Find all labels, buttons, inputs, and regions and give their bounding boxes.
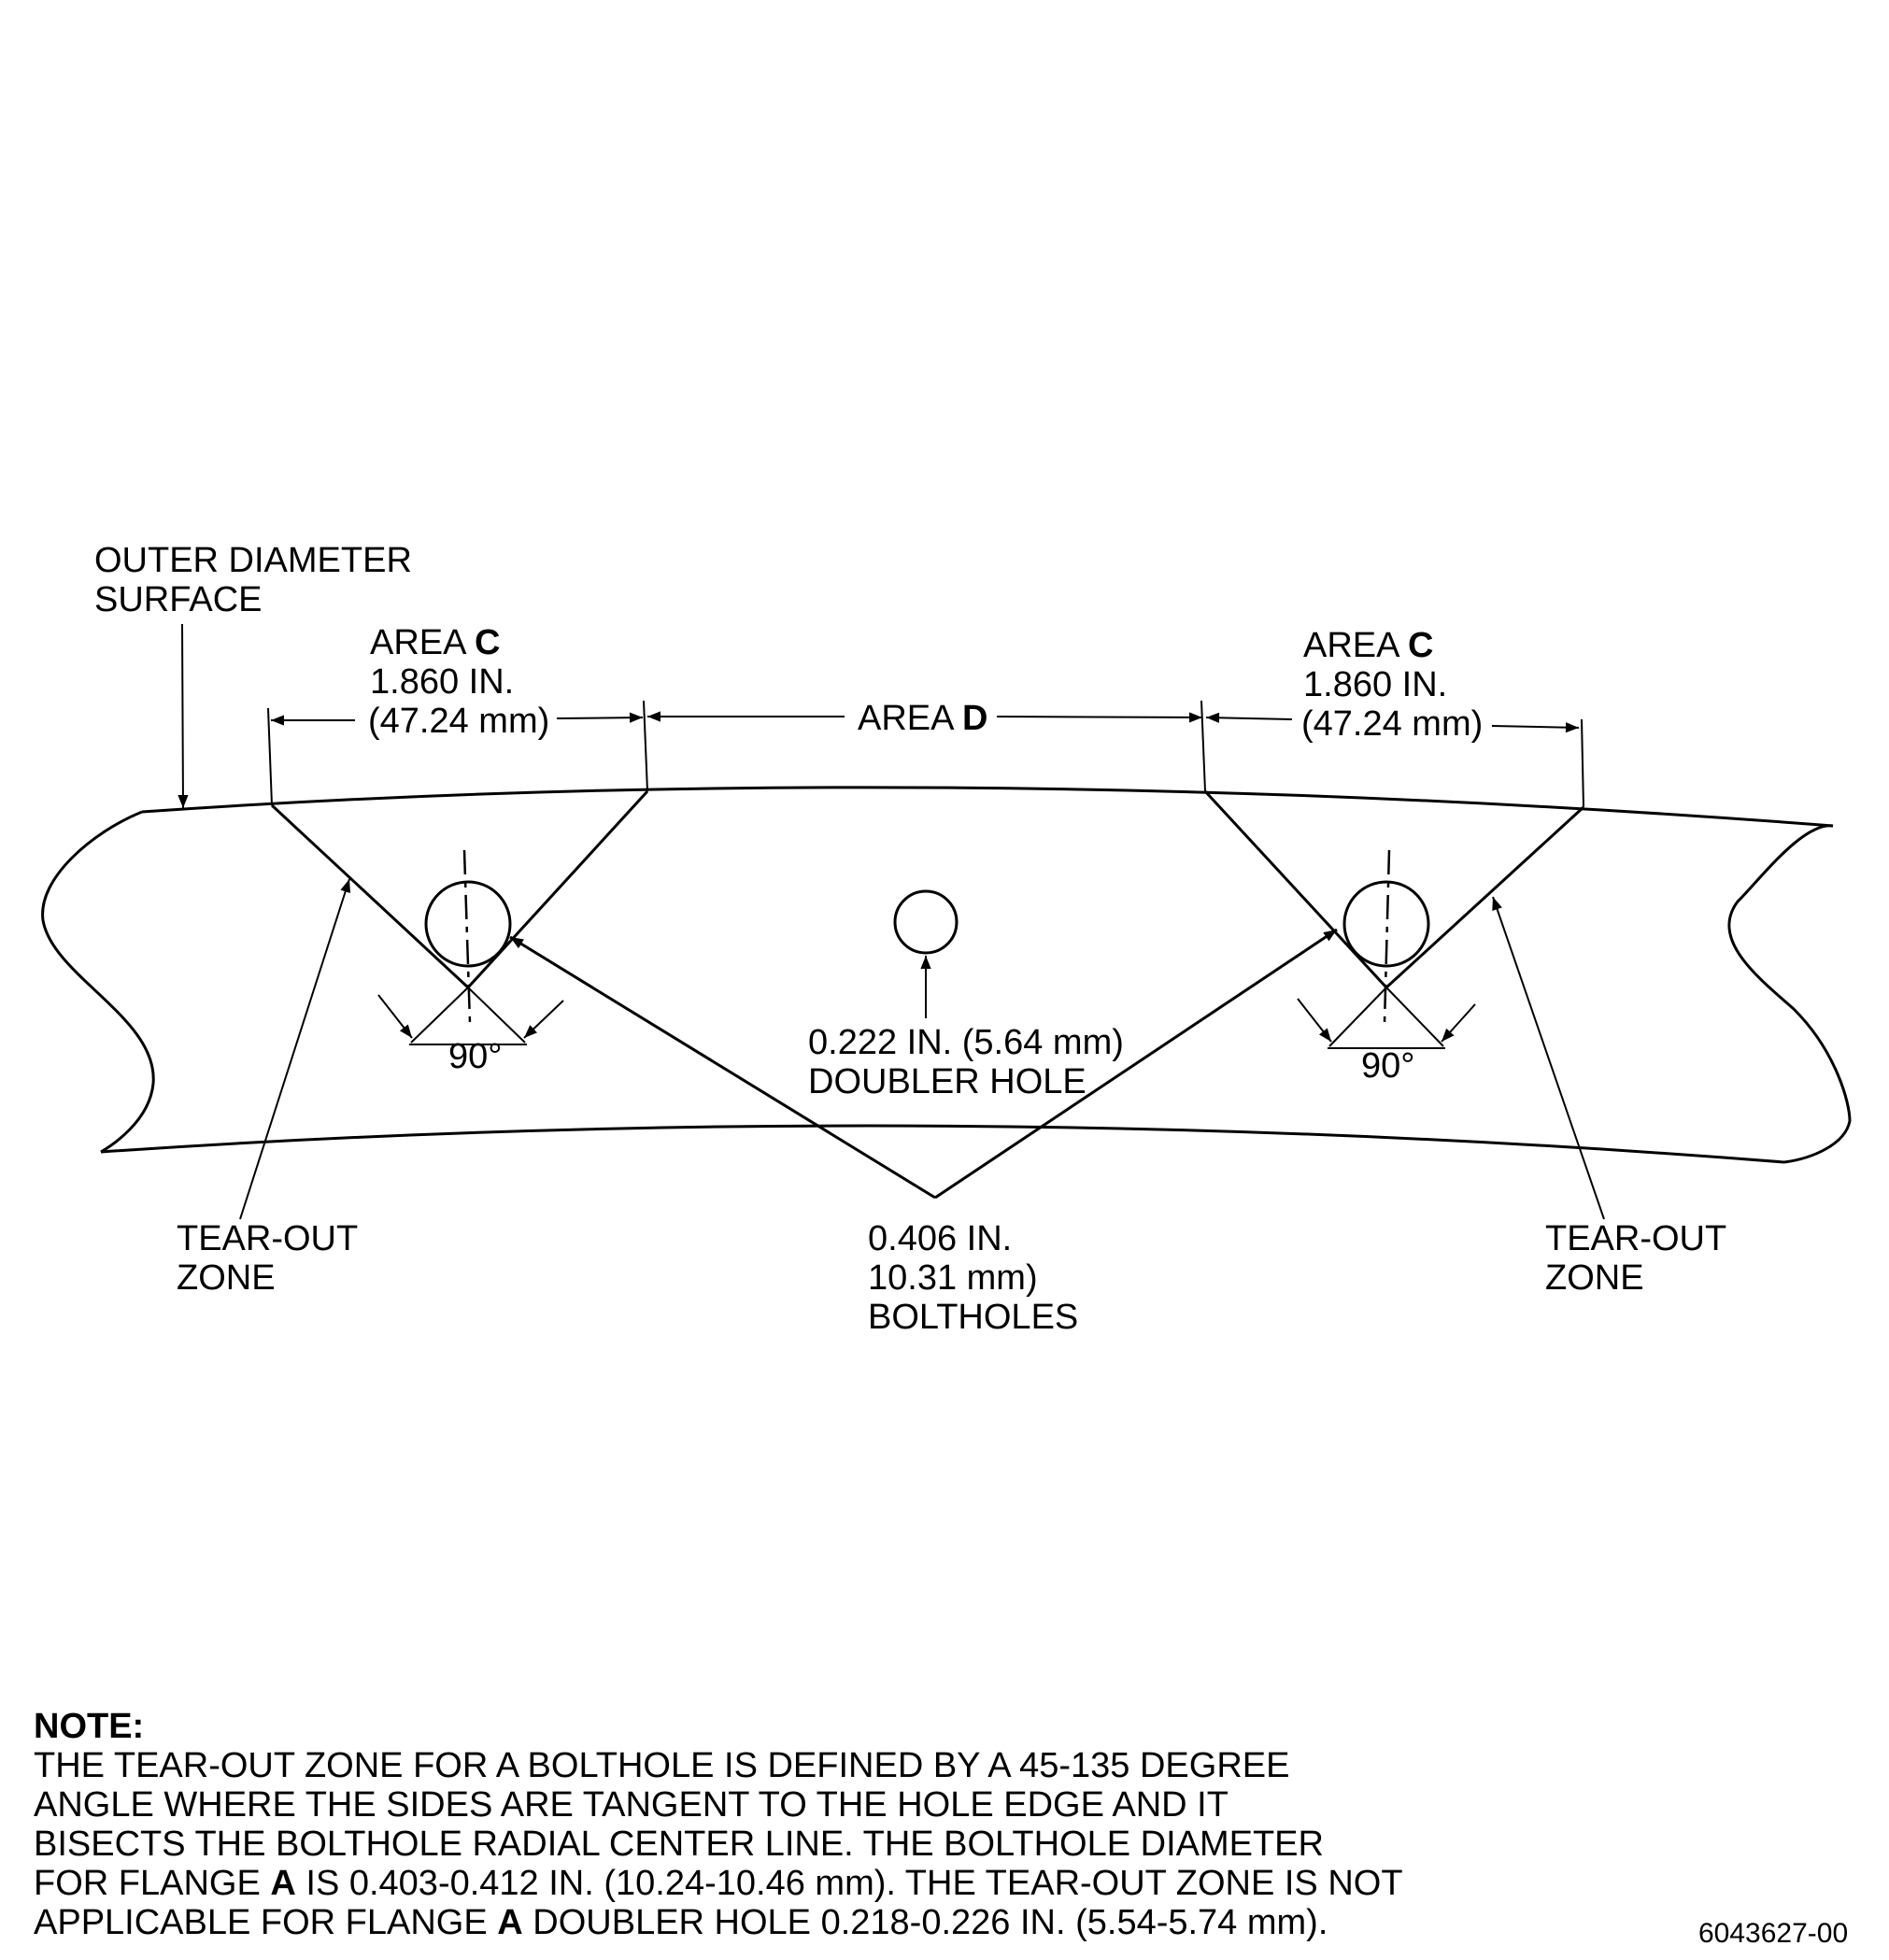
area-c-left-label: AREA C 1.860 IN. (47.24 mm) — [368, 623, 549, 741]
left-tear-out-leader — [239, 878, 351, 1220]
left-break-line — [41, 810, 155, 1154]
od-surface-leader — [178, 623, 189, 809]
area-d-label: AREA D — [858, 699, 987, 738]
right-tear-out-label: TEAR-OUT ZONE — [1545, 1219, 1736, 1298]
doubler-hole — [893, 889, 959, 955]
area-c-left-dimension-line — [271, 712, 644, 726]
figure-id: 6043627-00 — [1698, 1918, 1849, 1949]
right-angle-dimension — [1297, 987, 1476, 1049]
area-c-right-label: AREA C 1.860 IN. (47.24 mm) — [1301, 626, 1483, 744]
boltholes-label: 0.406 IN. 10.31 mm) BOLTHOLES — [868, 1219, 1078, 1337]
left-tear-out-label: TEAR-OUT ZONE — [177, 1219, 367, 1298]
left-bolthole — [424, 880, 512, 968]
right-tear-out-leader — [1492, 896, 1605, 1220]
right-bolthole — [1342, 880, 1430, 968]
left-angle-dimension — [377, 987, 564, 1045]
note-line: THE TEAR-OUT ZONE FOR A BOLTHOLE IS DEFI… — [34, 1746, 1290, 1785]
inner-edge — [100, 1124, 1785, 1164]
area-c-right-dimension-line — [1205, 712, 1580, 733]
doubler-hole-label: 0.222 IN. (5.64 mm) DOUBLER HOLE — [808, 1023, 1133, 1101]
od-surface-label: OUTER DIAMETER SURFACE — [94, 541, 421, 619]
right-tear-out-zone — [1203, 789, 1585, 990]
note-line: APPLICABLE FOR FLANGE A DOUBLER HOLE 0.2… — [34, 1903, 1328, 1942]
left-tear-out-zone — [270, 789, 649, 990]
left-angle-label: 90° — [448, 1037, 502, 1076]
flange-section-outline — [41, 786, 1852, 1164]
boltholes-leaders — [509, 928, 1338, 1200]
right-bolthole-center-line — [1383, 849, 1391, 1024]
right-angle-label: 90° — [1361, 1046, 1414, 1086]
outer-diameter-edge — [141, 786, 1834, 828]
note-title: NOTE: — [34, 1707, 145, 1746]
left-bolthole-center-line — [462, 849, 472, 1024]
note-block: NOTE: THE TEAR-OUT ZONE FOR A BOLTHOLE I… — [34, 1707, 1491, 1942]
note-line: FOR FLANGE A IS 0.403-0.412 IN. (10.24-1… — [34, 1864, 1403, 1903]
note-line: ANGLE WHERE THE SIDES ARE TANGENT TO THE… — [34, 1785, 1229, 1825]
right-break-line — [1727, 824, 1852, 1164]
note-line: BISECTS THE BOLTHOLE RADIAL CENTER LINE.… — [34, 1825, 1324, 1864]
